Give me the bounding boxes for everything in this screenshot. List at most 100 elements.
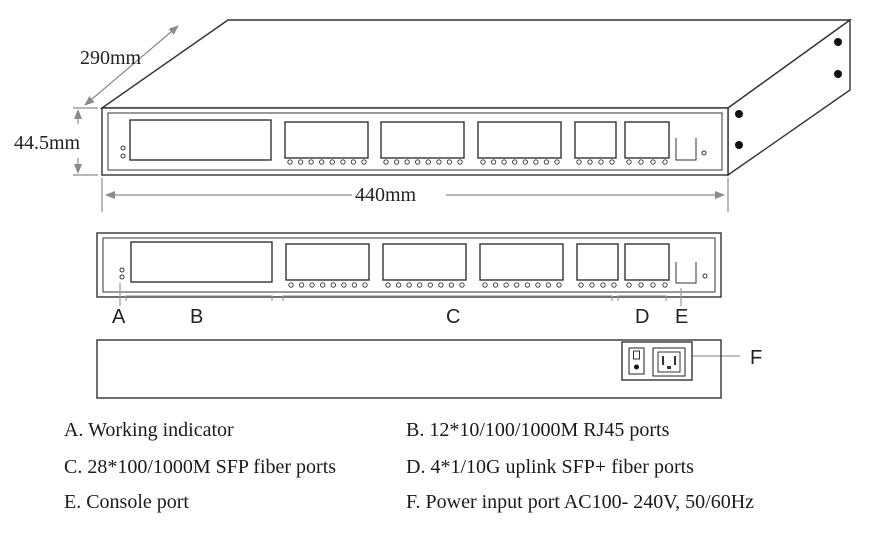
chassis-front-face (101, 107, 729, 176)
legend-item-d: D. 4*1/10G uplink SFP+ fiber ports (406, 456, 694, 478)
port-led (522, 159, 528, 165)
port-led (554, 159, 560, 165)
port-led (650, 282, 656, 288)
callout-f: F (750, 347, 762, 369)
port-led (490, 159, 497, 165)
front-panel-view (96, 232, 722, 298)
sfp-led-row (288, 282, 668, 288)
port-led (662, 282, 668, 288)
port-led (288, 282, 294, 288)
port-led (340, 159, 346, 165)
port-led (330, 282, 336, 288)
console-port-led (701, 150, 707, 156)
rack-hole (834, 38, 842, 46)
port-led (297, 159, 304, 165)
port-led (609, 159, 615, 165)
port-led (589, 282, 595, 288)
port-led (308, 159, 314, 165)
rear-panel-view (96, 339, 722, 399)
sfp-port-group (477, 121, 562, 159)
port-led (362, 282, 368, 288)
sfp-plus-port-group (624, 243, 670, 281)
power-switch (628, 347, 645, 375)
port-led (438, 282, 444, 288)
legend-item-e: E. Console port (64, 491, 189, 513)
callout-b: B (190, 306, 203, 328)
port-led (385, 282, 391, 288)
depth-dimension-label: 290mm (80, 47, 142, 69)
port-led (503, 282, 509, 288)
rj45-port-block (129, 119, 272, 161)
sfp-led-row (287, 159, 668, 165)
rj45-port-block (130, 241, 273, 283)
port-led (524, 282, 530, 288)
sfp-port-group (380, 121, 465, 159)
console-port-led (702, 273, 708, 279)
port-led (501, 159, 507, 165)
port-led (533, 159, 539, 165)
port-led (393, 159, 400, 165)
port-led (587, 159, 593, 165)
port-led (404, 159, 410, 165)
port-led (415, 159, 421, 165)
port-led (457, 159, 463, 165)
front-panel-outline (96, 232, 722, 298)
callout-c: C (446, 306, 460, 328)
port-led (626, 159, 632, 165)
sfp-port-group (576, 243, 619, 281)
rack-hole (735, 110, 743, 118)
port-led (543, 159, 550, 165)
sfp-port-group (284, 121, 369, 159)
legend-item-a: A. Working indicator (64, 419, 234, 441)
port-led (425, 159, 431, 165)
port-led (448, 282, 455, 288)
port-led (341, 282, 347, 288)
rear-panel-outline (96, 339, 722, 399)
console-port (675, 138, 697, 161)
port-led (417, 282, 423, 288)
port-led (320, 282, 326, 288)
sfp-port-group (382, 243, 467, 281)
port-led (598, 159, 604, 165)
port-led (512, 159, 518, 165)
port-led (492, 282, 499, 288)
port-led (480, 159, 486, 165)
power-module (621, 341, 693, 381)
port-led (427, 282, 433, 288)
working-indicator-led (119, 274, 125, 280)
sfp-port-group (574, 121, 617, 159)
port-led (611, 282, 617, 288)
port-led (395, 282, 402, 288)
port-led (459, 282, 465, 288)
legend-item-b: B. 12*10/100/1000M RJ45 ports (406, 419, 670, 441)
port-led (329, 159, 335, 165)
working-indicator-led (120, 153, 126, 159)
port-led (351, 282, 358, 288)
rack-hole (735, 141, 743, 149)
port-led (638, 282, 644, 288)
height-dimension-label: 44.5mm (14, 132, 81, 154)
port-led (309, 282, 315, 288)
port-led (350, 159, 357, 165)
port-led (545, 282, 552, 288)
callout-brackets (119, 283, 740, 357)
port-led (361, 159, 367, 165)
callout-e: E (675, 306, 688, 328)
console-port (675, 262, 697, 284)
power-socket (652, 347, 686, 377)
callout-a: A (112, 306, 126, 328)
port-led (287, 159, 293, 165)
port-led (650, 159, 656, 165)
port-led (514, 282, 520, 288)
width-dimension-label: 440mm (355, 184, 417, 206)
port-led (662, 159, 668, 165)
rack-hole (834, 70, 842, 78)
port-led (406, 282, 412, 288)
dimension-lines (73, 25, 729, 212)
port-led (446, 159, 453, 165)
working-indicator-led (120, 145, 126, 151)
working-indicator-led (119, 267, 125, 273)
chassis-top-face (99, 19, 853, 109)
port-led (535, 282, 541, 288)
